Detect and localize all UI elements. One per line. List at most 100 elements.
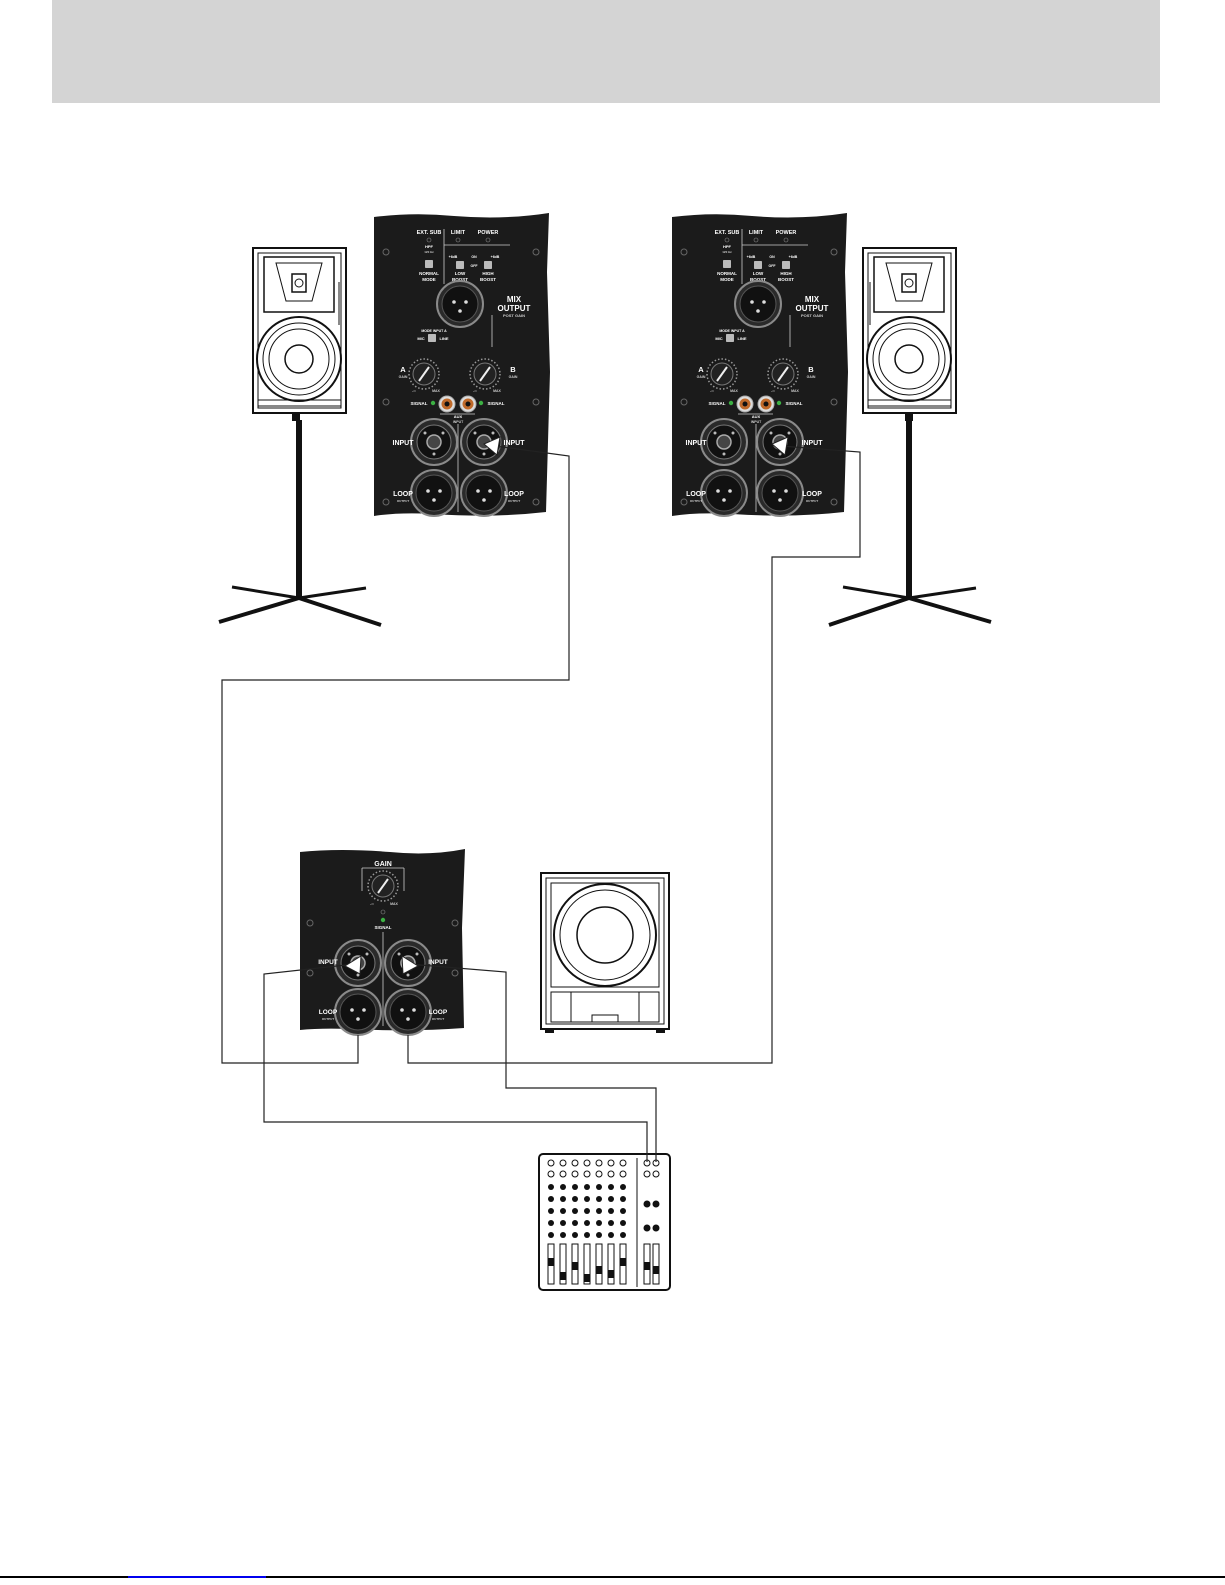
mixer-knob[interactable]	[572, 1220, 578, 1226]
mixer-knob[interactable]	[620, 1184, 626, 1190]
mixer-knob[interactable]	[608, 1232, 614, 1238]
mixer-jack[interactable]	[547, 1159, 555, 1167]
mixer-master-knob[interactable]	[643, 1224, 651, 1232]
mixer-knob[interactable]	[548, 1196, 554, 1202]
gain-b-knob[interactable]	[767, 358, 799, 390]
mixer-knob[interactable]	[608, 1220, 614, 1226]
mixer-knob[interactable]	[560, 1232, 566, 1238]
mixer-jack[interactable]	[547, 1170, 555, 1178]
mixer-fader-cap[interactable]	[548, 1258, 554, 1266]
high-boost-switch[interactable]	[484, 261, 492, 269]
mixer-master-jack[interactable]	[643, 1170, 651, 1178]
mixer-jack[interactable]	[619, 1170, 627, 1178]
mixer-jack[interactable]	[619, 1159, 627, 1167]
footer-link-underline[interactable]	[128, 1576, 266, 1578]
mixer-knob[interactable]	[620, 1196, 626, 1202]
gain-a-knob[interactable]	[408, 358, 440, 390]
mixer-knob[interactable]	[584, 1196, 590, 1202]
mic-line-switch[interactable]	[428, 334, 436, 342]
plus6db-left-label: +6dB	[449, 255, 458, 259]
aux-rca-left[interactable]	[438, 395, 456, 413]
mixer-master-knob[interactable]	[643, 1200, 651, 1208]
mixer-knob[interactable]	[560, 1196, 566, 1202]
mixer-jack[interactable]	[607, 1159, 615, 1167]
mixer-knob[interactable]	[560, 1220, 566, 1226]
mixer-knob[interactable]	[608, 1196, 614, 1202]
aux-rca-left[interactable]	[736, 395, 754, 413]
mixer-knob[interactable]	[572, 1208, 578, 1214]
mixer-jack[interactable]	[583, 1159, 591, 1167]
input-a-combo-jack[interactable]	[700, 418, 748, 466]
mixer-knob[interactable]	[608, 1184, 614, 1190]
mix-output-xlr[interactable]	[436, 280, 484, 328]
mixer-knob[interactable]	[548, 1208, 554, 1214]
loop-b-xlr[interactable]	[460, 469, 508, 517]
loop-right-label: LOOP	[802, 491, 822, 498]
mixer-jack[interactable]	[595, 1170, 603, 1178]
high-boost-switch[interactable]	[782, 261, 790, 269]
mixer-knob[interactable]	[620, 1208, 626, 1214]
mixer-knob[interactable]	[620, 1220, 626, 1226]
gain-b-knob[interactable]	[469, 358, 501, 390]
low-boost-switch[interactable]	[754, 261, 762, 269]
mixer-fader-cap[interactable]	[653, 1266, 659, 1274]
off-label: OFF	[769, 264, 777, 268]
gain-a-knob[interactable]	[706, 358, 738, 390]
mixer-fader-cap[interactable]	[620, 1258, 626, 1266]
mixer-knob[interactable]	[596, 1196, 602, 1202]
mic-line-switch[interactable]	[726, 334, 734, 342]
mixer-fader-track	[559, 1243, 567, 1285]
mixer-knob[interactable]	[548, 1184, 554, 1190]
mixer-knob[interactable]	[584, 1232, 590, 1238]
mixer-knob[interactable]	[572, 1184, 578, 1190]
low-boost-switch[interactable]	[456, 261, 464, 269]
plus6db-right-label: +6dB	[789, 255, 798, 259]
sub-loop-right-xlr[interactable]	[384, 988, 432, 1036]
mixer-fader-cap[interactable]	[584, 1274, 590, 1282]
loop-a-xlr[interactable]	[410, 469, 458, 517]
loop-a-xlr[interactable]	[700, 469, 748, 517]
mixer-fader-cap[interactable]	[644, 1262, 650, 1270]
input-a-combo-jack[interactable]	[410, 418, 458, 466]
mixer-knob[interactable]	[620, 1232, 626, 1238]
mixer-knob[interactable]	[560, 1208, 566, 1214]
mixer-knob[interactable]	[572, 1196, 578, 1202]
mixer-fader-cap[interactable]	[596, 1266, 602, 1274]
normal-mode-switch[interactable]	[425, 260, 433, 268]
mixer-knob[interactable]	[584, 1208, 590, 1214]
mixer-master-knob[interactable]	[652, 1200, 660, 1208]
power-label: POWER	[776, 230, 797, 236]
mixer-knob[interactable]	[608, 1208, 614, 1214]
mixer-knob[interactable]	[596, 1184, 602, 1190]
mixer-knob[interactable]	[560, 1184, 566, 1190]
mixer-knob[interactable]	[596, 1208, 602, 1214]
mixer-knob[interactable]	[584, 1220, 590, 1226]
mixer-knob[interactable]	[548, 1220, 554, 1226]
normal-mode-switch[interactable]	[723, 260, 731, 268]
mixer-knob[interactable]	[596, 1220, 602, 1226]
mix-output-xlr[interactable]	[734, 280, 782, 328]
input-b-combo-jack[interactable]	[460, 418, 508, 466]
mixer-jack[interactable]	[559, 1170, 567, 1178]
mixer-jack[interactable]	[607, 1170, 615, 1178]
sub-loop-left-xlr[interactable]	[334, 988, 382, 1036]
mixer-fader-cap[interactable]	[572, 1262, 578, 1270]
mixer-knob[interactable]	[572, 1232, 578, 1238]
mixer-master-knob[interactable]	[652, 1224, 660, 1232]
mixer-jack[interactable]	[583, 1170, 591, 1178]
mixer-knob[interactable]	[596, 1232, 602, 1238]
mixer-knob[interactable]	[548, 1232, 554, 1238]
input-left-label: INPUT	[393, 440, 415, 447]
mixer-jack[interactable]	[595, 1159, 603, 1167]
mixer-jack[interactable]	[571, 1159, 579, 1167]
aux-rca-right[interactable]	[459, 395, 477, 413]
mixer-master-jack[interactable]	[652, 1170, 660, 1178]
sub-gain-knob[interactable]	[367, 870, 399, 902]
mixer-jack[interactable]	[559, 1159, 567, 1167]
mixer-jack[interactable]	[571, 1170, 579, 1178]
loop-b-xlr[interactable]	[756, 469, 804, 517]
mixer-fader-cap[interactable]	[608, 1270, 614, 1278]
mixer-fader-cap[interactable]	[560, 1272, 566, 1280]
aux-rca-right[interactable]	[757, 395, 775, 413]
mixer-knob[interactable]	[584, 1184, 590, 1190]
